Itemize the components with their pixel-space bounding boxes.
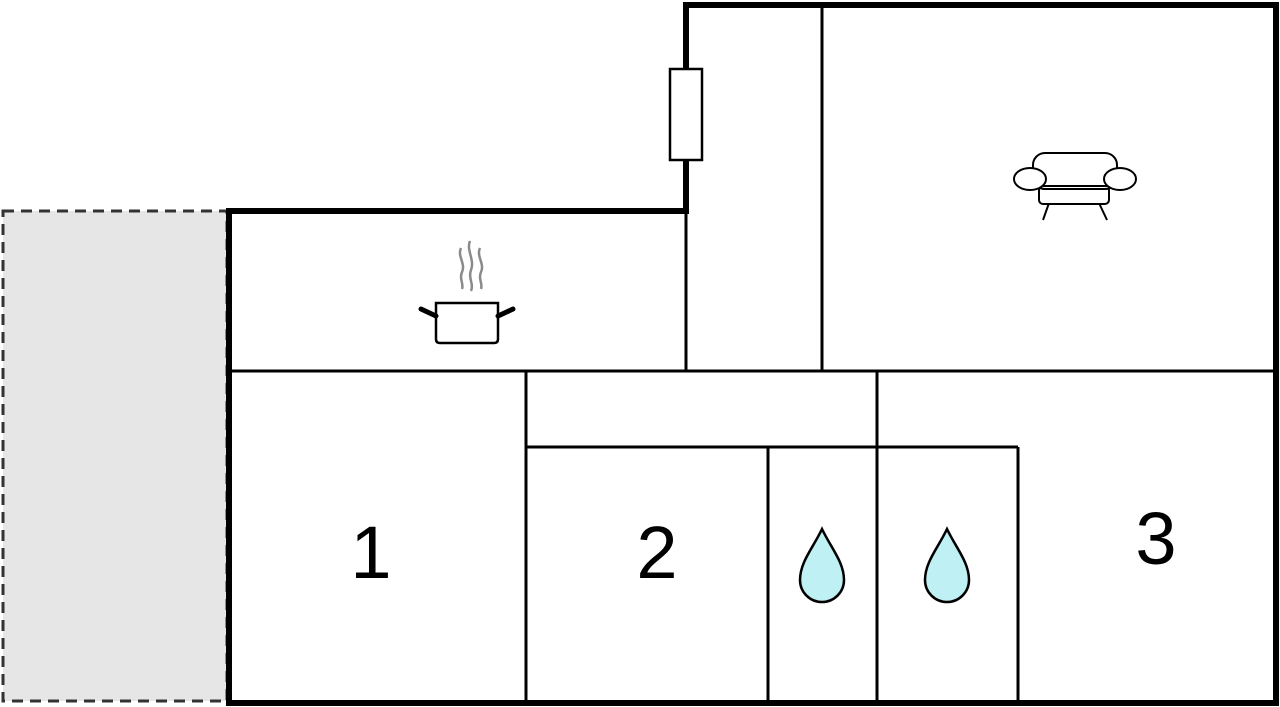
bedroom-2-label: 2 <box>636 511 677 594</box>
cooking-pot-icon <box>418 240 516 345</box>
bedroom-3-label: 3 <box>1135 497 1176 580</box>
exterior-walls <box>226 2 1279 706</box>
interior-walls <box>229 5 1276 703</box>
terrace-area <box>1 209 229 703</box>
water-drop-icon <box>923 526 971 604</box>
sofa-icon <box>1013 152 1137 221</box>
bedroom-1-label: 1 <box>350 511 391 594</box>
door-icon <box>668 67 704 162</box>
water-drop-icon <box>798 526 846 604</box>
